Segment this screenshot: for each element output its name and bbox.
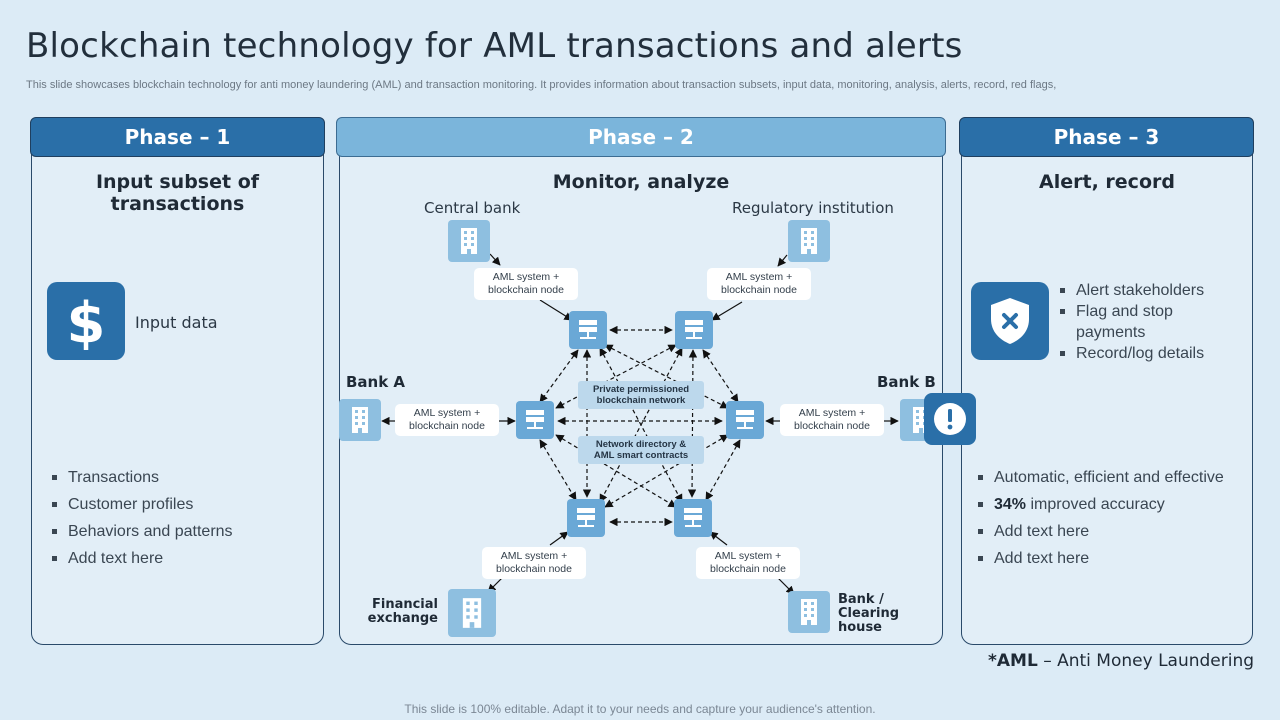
node-top-left xyxy=(569,311,607,349)
regulatory-building xyxy=(788,220,830,262)
building-icon xyxy=(801,599,817,625)
phase3-panel xyxy=(961,140,1253,645)
list-item: Transactions xyxy=(50,464,310,491)
list-item: Automatic, efficient and effective xyxy=(976,464,1246,491)
svg-text:$: $ xyxy=(67,292,106,350)
financial-exchange-building xyxy=(448,589,496,637)
node-bottom-left xyxy=(567,499,605,537)
list-item: Alert stakeholders xyxy=(1058,280,1238,301)
aml-definition-note: *AML – Anti Money Laundering xyxy=(988,651,1255,671)
building-icon xyxy=(461,228,477,254)
central-bank-label: Central bank xyxy=(424,199,521,217)
building-icon xyxy=(801,228,817,254)
bank-b-label: Bank B xyxy=(877,373,936,391)
phase2-title: Monitor, analyze xyxy=(552,171,730,193)
phase1-panel xyxy=(31,140,324,645)
central-bank-building xyxy=(448,220,490,262)
phase1-bullet-list: Transactions Customer profiles Behaviors… xyxy=(50,464,310,572)
clearing-house-building xyxy=(788,591,830,633)
list-item: Behaviors and patterns xyxy=(50,518,310,545)
phase1-header: Phase – 1 xyxy=(30,117,325,157)
aml-node-box-bank-b: AML system +blockchain node xyxy=(780,404,884,436)
list-item: Add text here xyxy=(976,518,1246,545)
list-item: Customer profiles xyxy=(50,491,310,518)
aml-node-box-bank-a: AML system +blockchain node xyxy=(395,404,499,436)
slide-footer: This slide is 100% editable. Adapt it to… xyxy=(404,702,876,716)
financial-exchange-label: Financial exchange xyxy=(367,597,438,626)
dollar-icon: $ xyxy=(67,292,106,350)
bank-a-label: Bank A xyxy=(346,373,406,391)
aml-node-box-clearing: AML system +blockchain node xyxy=(696,547,800,579)
server-node-icon xyxy=(685,320,703,339)
aml-node-box-financial: AML system +blockchain node xyxy=(482,547,586,579)
bank-a-building xyxy=(339,399,381,441)
node-left xyxy=(516,401,554,439)
node-top-right xyxy=(675,311,713,349)
network-directory-box: Network directory &AML smart contracts xyxy=(578,436,704,464)
aml-node-box-regulatory: AML system +blockchain node xyxy=(707,268,811,300)
list-item: Add text here xyxy=(976,545,1246,572)
server-node-icon xyxy=(684,508,702,527)
phase2-header: Phase – 2 xyxy=(336,117,946,157)
building-icon xyxy=(462,598,482,628)
regulatory-institution-label: Regulatory institution xyxy=(732,199,894,217)
node-bottom-right xyxy=(674,499,712,537)
shield-icon-tile xyxy=(971,282,1049,360)
slide-title: Blockchain technology for AML transactio… xyxy=(26,26,963,66)
server-node-icon xyxy=(526,410,544,429)
phase3-bottom-bullets: Automatic, efficient and effective 34% i… xyxy=(976,464,1246,572)
server-node-icon xyxy=(577,508,595,527)
phase1-title: Input subset of transactions xyxy=(95,171,260,215)
list-item: 34% improved accuracy xyxy=(976,491,1246,518)
alert-exclamation-icon xyxy=(934,403,966,435)
aml-node-box-central: AML system +blockchain node xyxy=(474,268,578,300)
phase3-top-bullets: Alert stakeholders Flag and stop payment… xyxy=(1058,280,1238,364)
alert-badge xyxy=(924,393,976,445)
shield-x-icon xyxy=(991,298,1029,344)
input-data-label: Input data xyxy=(135,313,218,332)
slide-subtitle: This slide showcases blockchain technolo… xyxy=(26,79,1057,91)
list-item: Flag and stop payments xyxy=(1058,301,1238,343)
node-right xyxy=(726,401,764,439)
list-item: Add text here xyxy=(50,545,310,572)
list-item: Record/log details xyxy=(1058,343,1238,364)
building-icon xyxy=(352,407,368,433)
clearing-house-label: Bank / Clearing house xyxy=(838,592,900,635)
phase3-title: Alert, record xyxy=(1039,171,1175,193)
dollar-icon-tile: $ xyxy=(47,282,125,360)
phase3-header: Phase – 3 xyxy=(959,117,1254,157)
server-node-icon xyxy=(736,410,754,429)
server-node-icon xyxy=(579,320,597,339)
